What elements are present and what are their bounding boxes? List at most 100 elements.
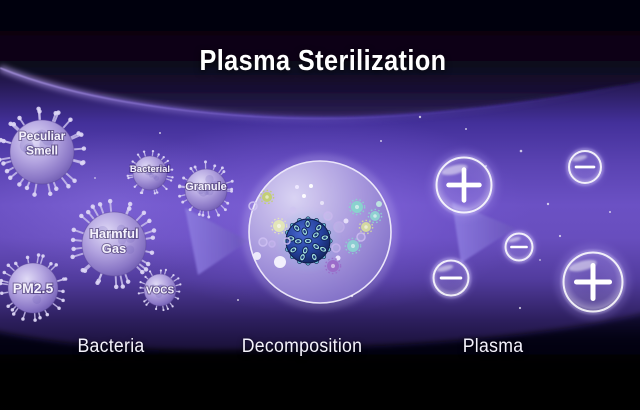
virus-spike-tip xyxy=(133,185,136,188)
virus-spike-tip xyxy=(81,146,87,151)
virus-spike-tip xyxy=(80,267,86,273)
stage-label-decomposition: Decomposition xyxy=(241,336,363,357)
spot-inner xyxy=(306,239,310,243)
page-title: Plasma Sterilization xyxy=(199,45,447,77)
pollutant-label-line: Peculiar xyxy=(19,129,66,143)
virus-spike-tip xyxy=(61,298,65,303)
virus-spike-tip xyxy=(153,192,157,195)
decomposed-particle-ring xyxy=(248,201,258,211)
virus-spike-tip xyxy=(11,122,17,127)
virus-spike-tip xyxy=(24,185,30,191)
virus-spike-tip xyxy=(182,176,186,180)
virus-spike-tip xyxy=(151,149,155,153)
virus-texture xyxy=(32,295,42,304)
virus-spike-tip xyxy=(156,191,159,194)
virus-spike-tip xyxy=(189,167,193,170)
decomposed-particle-ring xyxy=(268,240,276,248)
virus-spike-tip xyxy=(120,284,126,289)
pollutant-label-line: Gas xyxy=(102,241,127,256)
virus-spike-tip xyxy=(38,315,42,320)
pollutant-label: PM2.5 xyxy=(13,280,54,296)
virus-spike-tip xyxy=(97,202,103,207)
virus-spike-tip xyxy=(14,261,18,266)
pollutant-label-line: PM2.5 xyxy=(13,280,54,296)
virus-spike-tip xyxy=(79,213,84,219)
virus-spike-tip xyxy=(150,235,156,240)
virus-spike-tip xyxy=(162,155,165,159)
virus-spike-tip xyxy=(223,208,227,212)
virus-spike-tip xyxy=(11,312,16,316)
virus-spike-tip xyxy=(181,200,185,204)
virus-spike-tip xyxy=(71,227,77,233)
virus-spike-tip xyxy=(217,213,220,217)
sparkle xyxy=(94,177,96,179)
virus-spike-tip xyxy=(226,201,230,205)
pollutant-label-line: Harmful xyxy=(89,226,138,241)
virus-spike-tip xyxy=(63,277,68,281)
virus-spike-tip xyxy=(1,138,6,144)
virus-spike-tip xyxy=(171,176,174,179)
decomposed-particle-dot xyxy=(309,184,313,188)
pollutant-pm2-5: PM2.5 xyxy=(0,253,68,322)
virus-texture xyxy=(153,175,160,181)
bottom-dark-swoosh xyxy=(0,314,640,410)
negative-ion-bubble xyxy=(501,229,537,265)
virus-spike-tip xyxy=(204,160,207,164)
virus-spike-tip xyxy=(1,161,6,166)
pollutant-vocs: VOCS xyxy=(137,268,182,312)
virus-spike-tip xyxy=(197,212,201,216)
virus-spike-tip xyxy=(107,198,113,204)
sparkle xyxy=(485,165,487,167)
virus-spike-tip xyxy=(148,270,152,273)
virus-spike-tip xyxy=(95,280,100,286)
virus-spike-tip xyxy=(79,132,84,137)
virus-spike-tip xyxy=(147,218,152,224)
pollutant-label: Granule xyxy=(185,181,227,193)
rosette-center xyxy=(350,243,356,249)
virus-spike-tip xyxy=(164,268,168,272)
pollutant-label-line: Bacterial xyxy=(130,164,170,175)
virus-spike-tip xyxy=(178,290,181,293)
virus-spike-tip xyxy=(154,307,158,311)
pollutant-label: Bacterial xyxy=(130,164,170,175)
virus-spike-tip xyxy=(149,250,155,255)
virus-spike-tip xyxy=(179,283,182,286)
sparkle xyxy=(546,202,550,206)
decomposed-particle-ring xyxy=(356,232,366,242)
virus-spike-tip xyxy=(141,210,147,216)
virus-spike-tip xyxy=(171,305,174,308)
virus-spike-tip xyxy=(193,165,197,169)
decomposed-particle-ring xyxy=(333,221,345,233)
rosette-center xyxy=(373,214,377,218)
virus-spike-tip xyxy=(85,209,91,215)
rosette-center xyxy=(265,195,269,199)
virus-spike-tip xyxy=(127,176,130,180)
pollutant-bacterial: Bacterial xyxy=(126,149,174,195)
decomposed-particle-ring xyxy=(331,243,341,253)
virus-spike-tip xyxy=(139,281,142,284)
virus-spike-tip xyxy=(126,174,129,178)
virus-spike-tip xyxy=(37,109,42,114)
virus-spike-tip xyxy=(166,307,170,310)
virus-spike-tip xyxy=(54,186,59,192)
decomposed-particle-dot xyxy=(302,194,306,198)
core-virus-spot xyxy=(303,237,313,245)
virus-spike-tip xyxy=(71,246,76,252)
virus-spike-tip xyxy=(41,254,45,258)
virus-spike-tip xyxy=(21,317,25,321)
virus-spike-tip xyxy=(137,292,140,295)
arrow-bacteria-to-decomposition xyxy=(185,208,248,275)
virus-spike-tip xyxy=(220,166,224,170)
decomposed-particle-dot xyxy=(289,206,297,214)
virus-spike-tip xyxy=(151,228,157,233)
virus-spike-tip xyxy=(17,115,22,121)
virus-spike-tip xyxy=(169,179,173,182)
virus-spike-tip xyxy=(127,206,132,211)
virus-spike-tip xyxy=(6,304,10,308)
pollutant-label-line: Granule xyxy=(185,181,227,193)
virus-spike-tip xyxy=(127,201,133,207)
stage-label-bacteria: Bacteria xyxy=(77,336,145,357)
pollutant-label: VOCS xyxy=(146,286,175,297)
virus-spike-tip xyxy=(36,253,41,257)
positive-ion-bubble xyxy=(555,244,631,320)
